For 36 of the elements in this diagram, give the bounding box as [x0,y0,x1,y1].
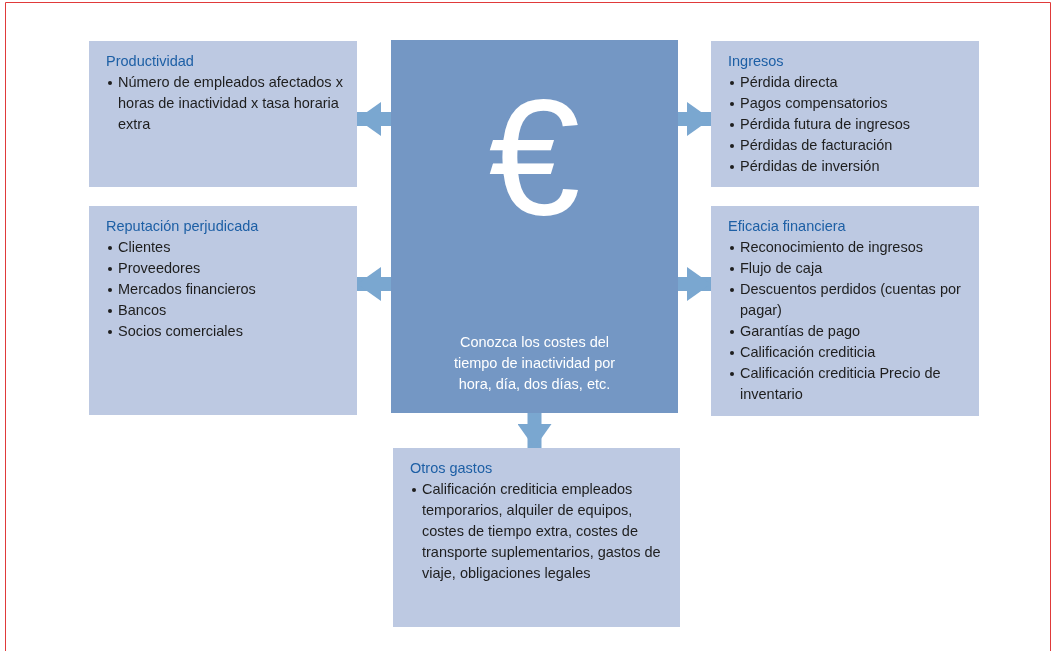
description-text: Conozca los costes del tiempo de inactividad por hora, día, dos días, etc. [452,333,617,394]
euro-symbol: € [487,72,582,242]
arrow [357,102,391,136]
box-heading: Eficacia financiera [728,217,847,236]
bullet-item: Número de empleados afectados x horas de inactividad x tasa horaria extra [118,74,343,132]
bullet-item: Pagos compensatorios [740,95,888,111]
bullet-item: Clientes [118,239,171,255]
bullet-item: Proveedores [118,260,201,276]
bullet-item: Calificación crediticia empleados temporarios, alquiler de equipos, costes de tiempo extra, costes de transporte suplementarios, gastos de viaje, obligaciones legales [422,481,661,581]
category-box [711,41,979,187]
box-heading: Reputación perjudicada [106,217,260,236]
bullet-item: Socios comerciales [118,323,243,339]
category-box [89,206,357,415]
arrow [357,267,391,301]
bullet-item: Reconocimiento de ingresos [740,239,923,255]
category-box [393,448,680,627]
bullet-item: Mercados financieros [118,281,256,297]
arrow [517,413,552,448]
bullet-item: Pérdidas de inversión [740,158,880,174]
arrow [678,267,711,301]
arrow [678,102,711,136]
bullet-item: Pérdida directa [740,74,838,90]
bullet-item: Calificación crediticia [740,344,876,360]
box-heading: Productividad [106,52,195,71]
category-box [89,41,357,187]
central-panel [391,40,678,413]
box-heading: Ingresos [728,52,785,71]
category-box [711,206,979,416]
bullet-item: Bancos [118,302,167,318]
bullet-item: Pérdida futura de ingresos [740,116,911,132]
bullet-item: Calificación crediticia Precio de inventario [740,365,941,402]
bullet-item: Garantías de pago [740,323,861,339]
box-heading: Otros gastos [410,459,494,478]
bullet-item: Pérdidas de facturación [740,137,893,153]
bullet-item: Flujo de caja [740,260,823,276]
bullet-item: Descuentos perdidos (cuentas por pagar) [740,281,961,318]
